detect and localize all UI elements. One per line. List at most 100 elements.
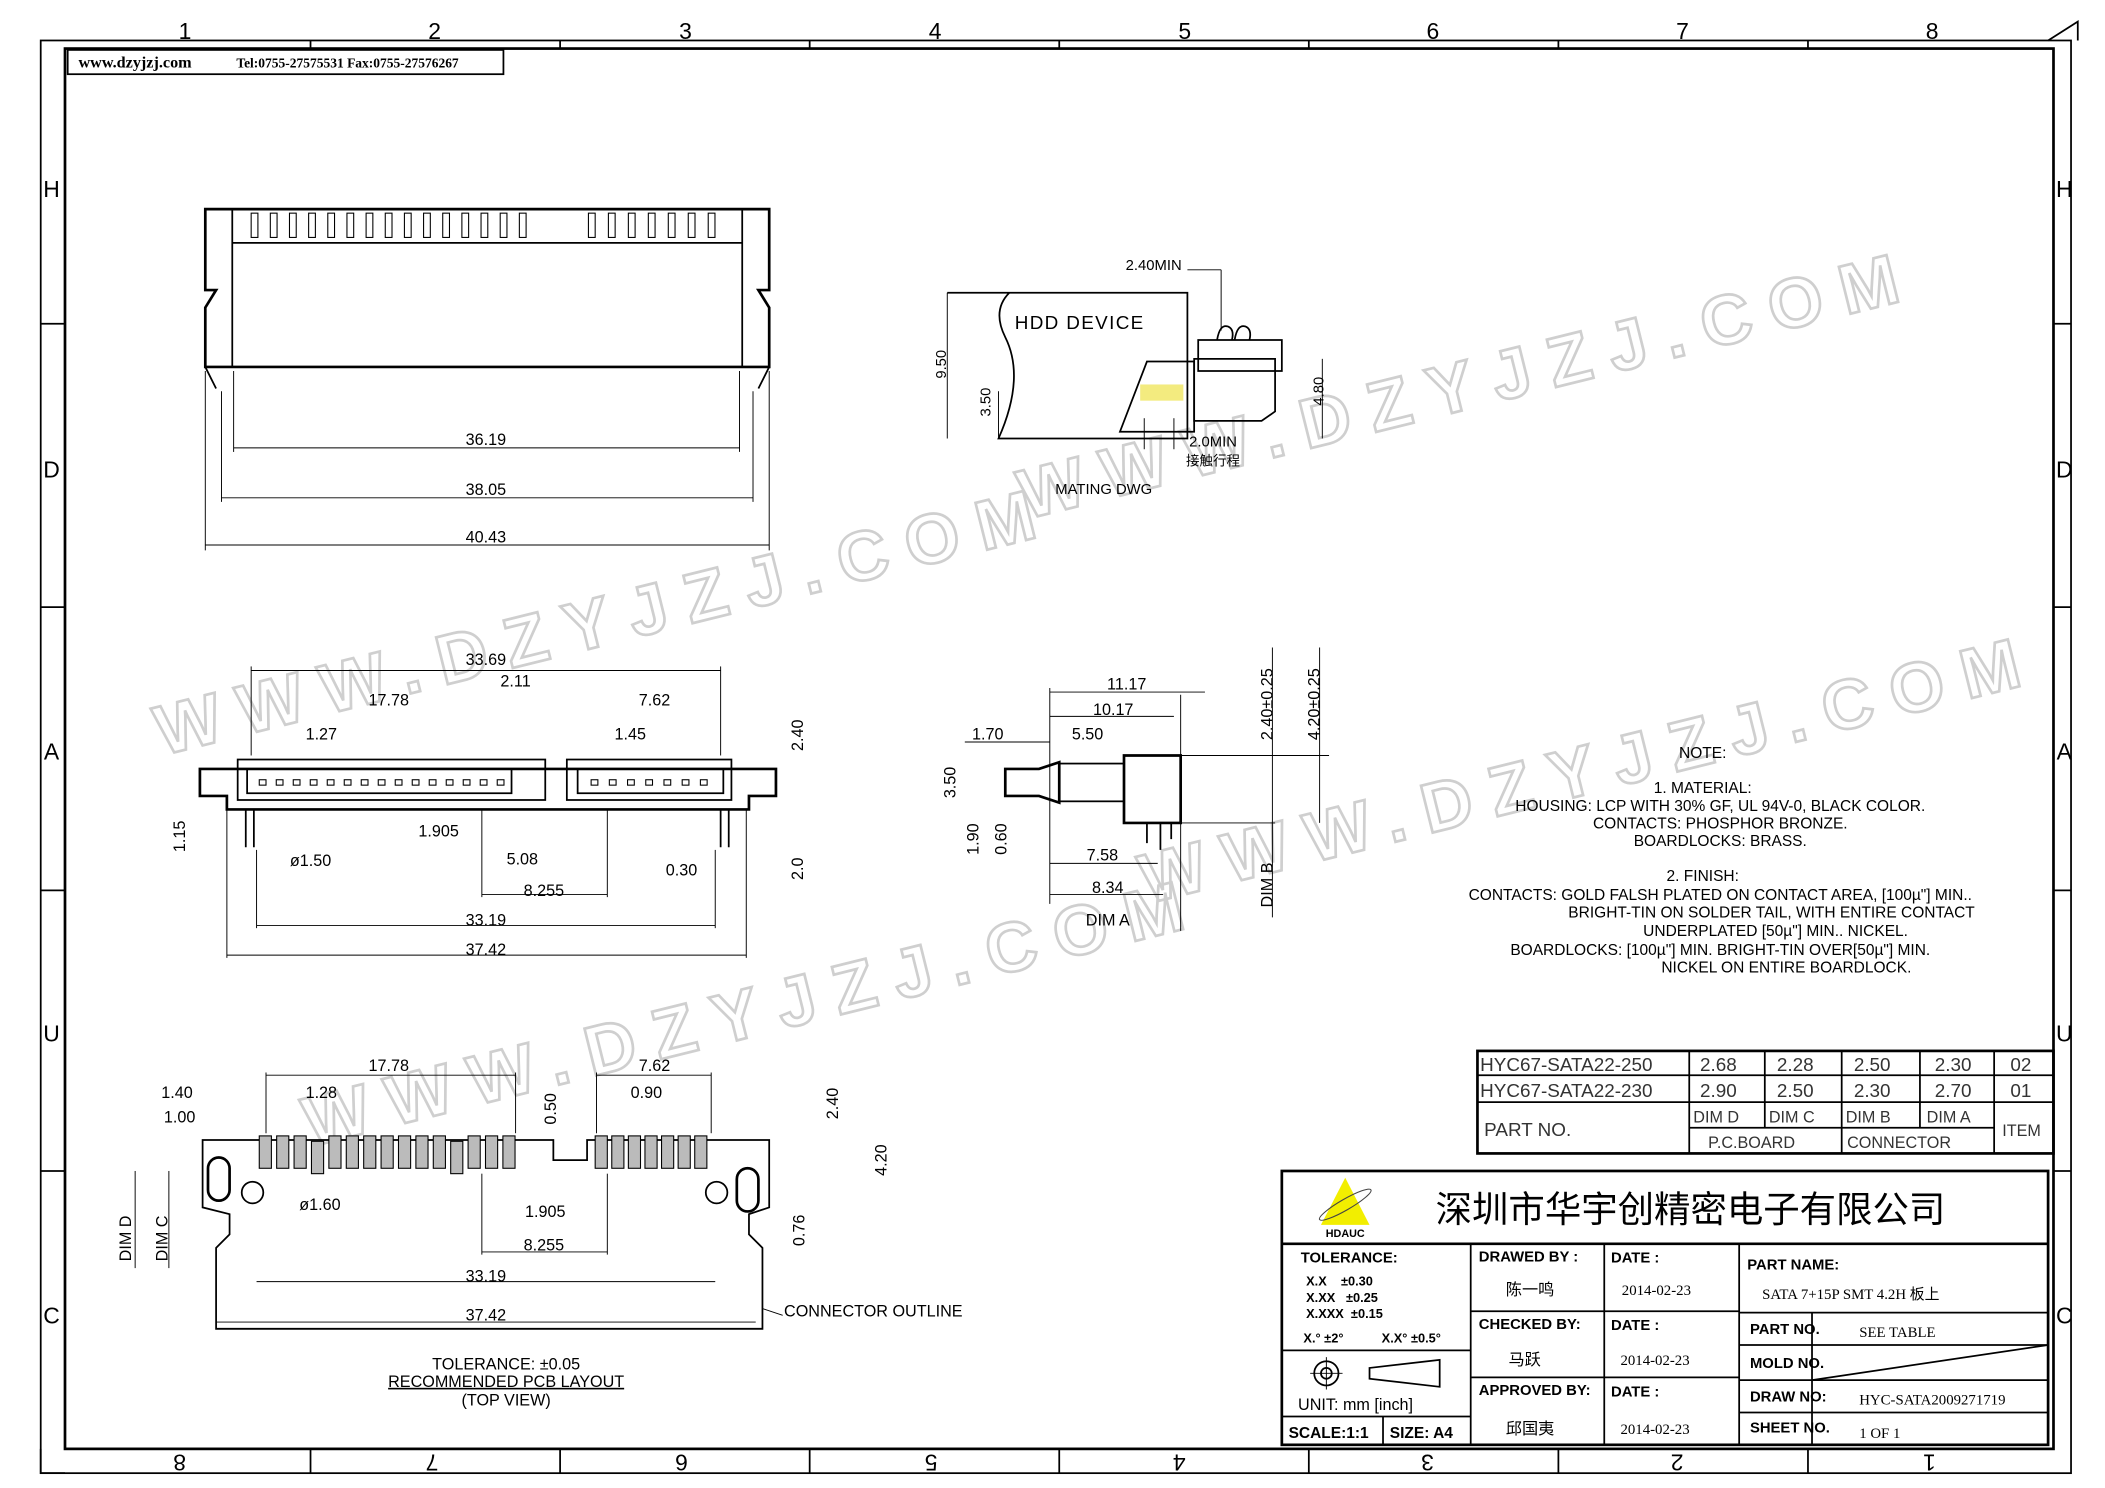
column-labels-bottom: 8 7 6 5 4 3 2 1	[173, 1449, 1935, 1475]
contact-tooth	[269, 212, 278, 238]
solder-pad	[450, 1140, 464, 1175]
solder-pad	[594, 1135, 608, 1169]
dim-label: 3.50	[941, 767, 959, 798]
contact-tooth	[647, 212, 656, 238]
dim-label: 9.50	[934, 350, 950, 379]
svg-text:3: 3	[1421, 1449, 1434, 1475]
part-table: HYC67-SATA22-250 2.68 2.28 2.50 2.30 02 …	[1476, 1049, 2055, 1155]
svg-text:5: 5	[925, 1449, 938, 1475]
contact-pin	[681, 779, 690, 786]
svg-text:DATE :: DATE :	[1611, 1318, 1659, 1334]
contact-pin	[608, 779, 617, 786]
dim-label: 1.00	[164, 1108, 195, 1126]
svg-text:HDAUC: HDAUC	[1326, 1228, 1365, 1240]
contact-tooth	[587, 212, 596, 238]
dim-label: 5.50	[1072, 725, 1103, 743]
dim-label: 0.60	[993, 823, 1011, 854]
header-box	[66, 49, 505, 76]
contact-pin	[394, 779, 403, 786]
dim-label: 37.42	[466, 941, 506, 959]
contact-tooth	[480, 212, 489, 238]
website-link[interactable]: www.dzyjzj.com	[78, 54, 192, 71]
front-view: 33.69 2.11 17.78 7.62 1.27 1.45 2.40 1.1…	[171, 651, 807, 959]
contact-pin	[479, 779, 488, 786]
svg-text:2.70: 2.70	[1935, 1081, 1972, 1102]
contact-tooth	[423, 212, 431, 238]
svg-text:2.50: 2.50	[1854, 1055, 1891, 1076]
svg-text:CONTACTS: PHOSPHOR BRONZE.: CONTACTS: PHOSPHOR BRONZE.	[1593, 815, 1848, 832]
svg-text:X.X° ±0.5°: X.X° ±0.5°	[1382, 1330, 1441, 1345]
contact-pin	[258, 779, 267, 786]
svg-text:7: 7	[1676, 18, 1689, 44]
contact-tooth	[250, 212, 259, 238]
drawn-date: 2014-02-23	[1622, 1283, 1691, 1299]
svg-text:A: A	[2057, 739, 2073, 765]
contact-tooth	[327, 212, 336, 238]
dim-label: 7.62	[639, 692, 670, 710]
solder-pad	[293, 1135, 307, 1169]
contact-tooth	[707, 212, 716, 238]
svg-text:2.90: 2.90	[1700, 1081, 1737, 1102]
contact-pin	[627, 779, 635, 786]
svg-text:7: 7	[426, 1449, 439, 1475]
svg-text:CONTACTS: GOLD FALSH PLATED: CONTACTS: GOLD FALSH PLATED ON CONTACT A…	[1469, 887, 1972, 904]
solder-pad	[276, 1135, 290, 1169]
dim-label: 17.78	[369, 692, 409, 710]
contact-tooth	[365, 212, 374, 238]
solder-pad	[484, 1135, 499, 1169]
svg-text:CONNECTOR: CONNECTOR	[1847, 1134, 1951, 1152]
contact-tooth	[499, 212, 508, 238]
row-labels-left: H D A U C	[43, 176, 60, 1328]
solder-pad	[363, 1135, 377, 1169]
dim-label: 1.40	[161, 1084, 192, 1102]
row-labels-right: H D A U C	[2056, 176, 2073, 1328]
svg-text:WWW.DZYJZJ.COM: WWW.DZYJZJ.COM	[147, 470, 1062, 770]
dim-label: 1.905	[418, 822, 458, 840]
travel-label: 接触行程	[1186, 452, 1240, 468]
dim-label: 8.34	[1092, 879, 1123, 897]
dim-label: DIM D	[117, 1216, 135, 1262]
pcb-layout: 17.78 7.62 1.40 1.28 0.90 0.50 2.40 1.00…	[117, 1057, 963, 1410]
contact-tooth	[308, 212, 316, 238]
svg-text:DATE :: DATE :	[1611, 1251, 1659, 1267]
svg-text:A: A	[44, 739, 60, 765]
dim-label: 4.20±0.25	[1306, 668, 1324, 740]
svg-text:6: 6	[675, 1449, 688, 1475]
dim-label: 2.40	[789, 719, 807, 750]
top-view: 36.19 38.05 40.43	[203, 207, 771, 551]
svg-text:DIM C: DIM C	[1769, 1108, 1815, 1126]
svg-text:BOARDLOCKS: BRASS.: BOARDLOCKS: BRASS.	[1634, 833, 1807, 850]
mating-drawing: 2.40MIN HDD DEVICE 9.50 3.50 4.80 2.0MIN…	[934, 258, 1328, 498]
svg-text:PART NAME:: PART NAME:	[1747, 1257, 1839, 1273]
dim-label: DIM C	[154, 1215, 172, 1261]
contact-pin	[699, 779, 708, 786]
grid-ticks	[39, 19, 2079, 1475]
svg-text:H: H	[2056, 176, 2073, 202]
dim-label: 4.20	[873, 1144, 891, 1175]
projection-symbol-icon	[1310, 1357, 1441, 1390]
solder-pad	[644, 1135, 658, 1169]
dim-label: DIM A	[1086, 911, 1130, 929]
svg-text:HYC67-SATA22-230: HYC67-SATA22-230	[1480, 1081, 1652, 1102]
view-title: RECOMMENDED PCB LAYOUT	[388, 1373, 624, 1391]
svg-text:U: U	[2056, 1020, 2073, 1046]
svg-text:2: 2	[428, 18, 441, 44]
contact-pin	[645, 779, 654, 786]
dim-label: 0.50	[542, 1093, 560, 1124]
contact-pin	[292, 779, 301, 786]
dim-label: 5.08	[507, 851, 538, 869]
contact-pin	[360, 779, 369, 786]
svg-text:DIM D: DIM D	[1693, 1108, 1739, 1126]
svg-text:5: 5	[1178, 18, 1191, 44]
contact-pin	[326, 779, 335, 786]
svg-text:2.28: 2.28	[1777, 1055, 1814, 1076]
contact-pin	[343, 779, 352, 786]
svg-text:1: 1	[1923, 1449, 1936, 1475]
contact-pin	[275, 779, 284, 786]
dim-label: 2.40MIN	[1126, 258, 1182, 274]
solder-pad	[397, 1135, 412, 1169]
svg-text:X.XX ±0.25: X.XX ±0.25	[1306, 1290, 1378, 1305]
approved-date: 2014-02-23	[1620, 1422, 1689, 1438]
checked-by: 马跃	[1508, 1351, 1540, 1369]
